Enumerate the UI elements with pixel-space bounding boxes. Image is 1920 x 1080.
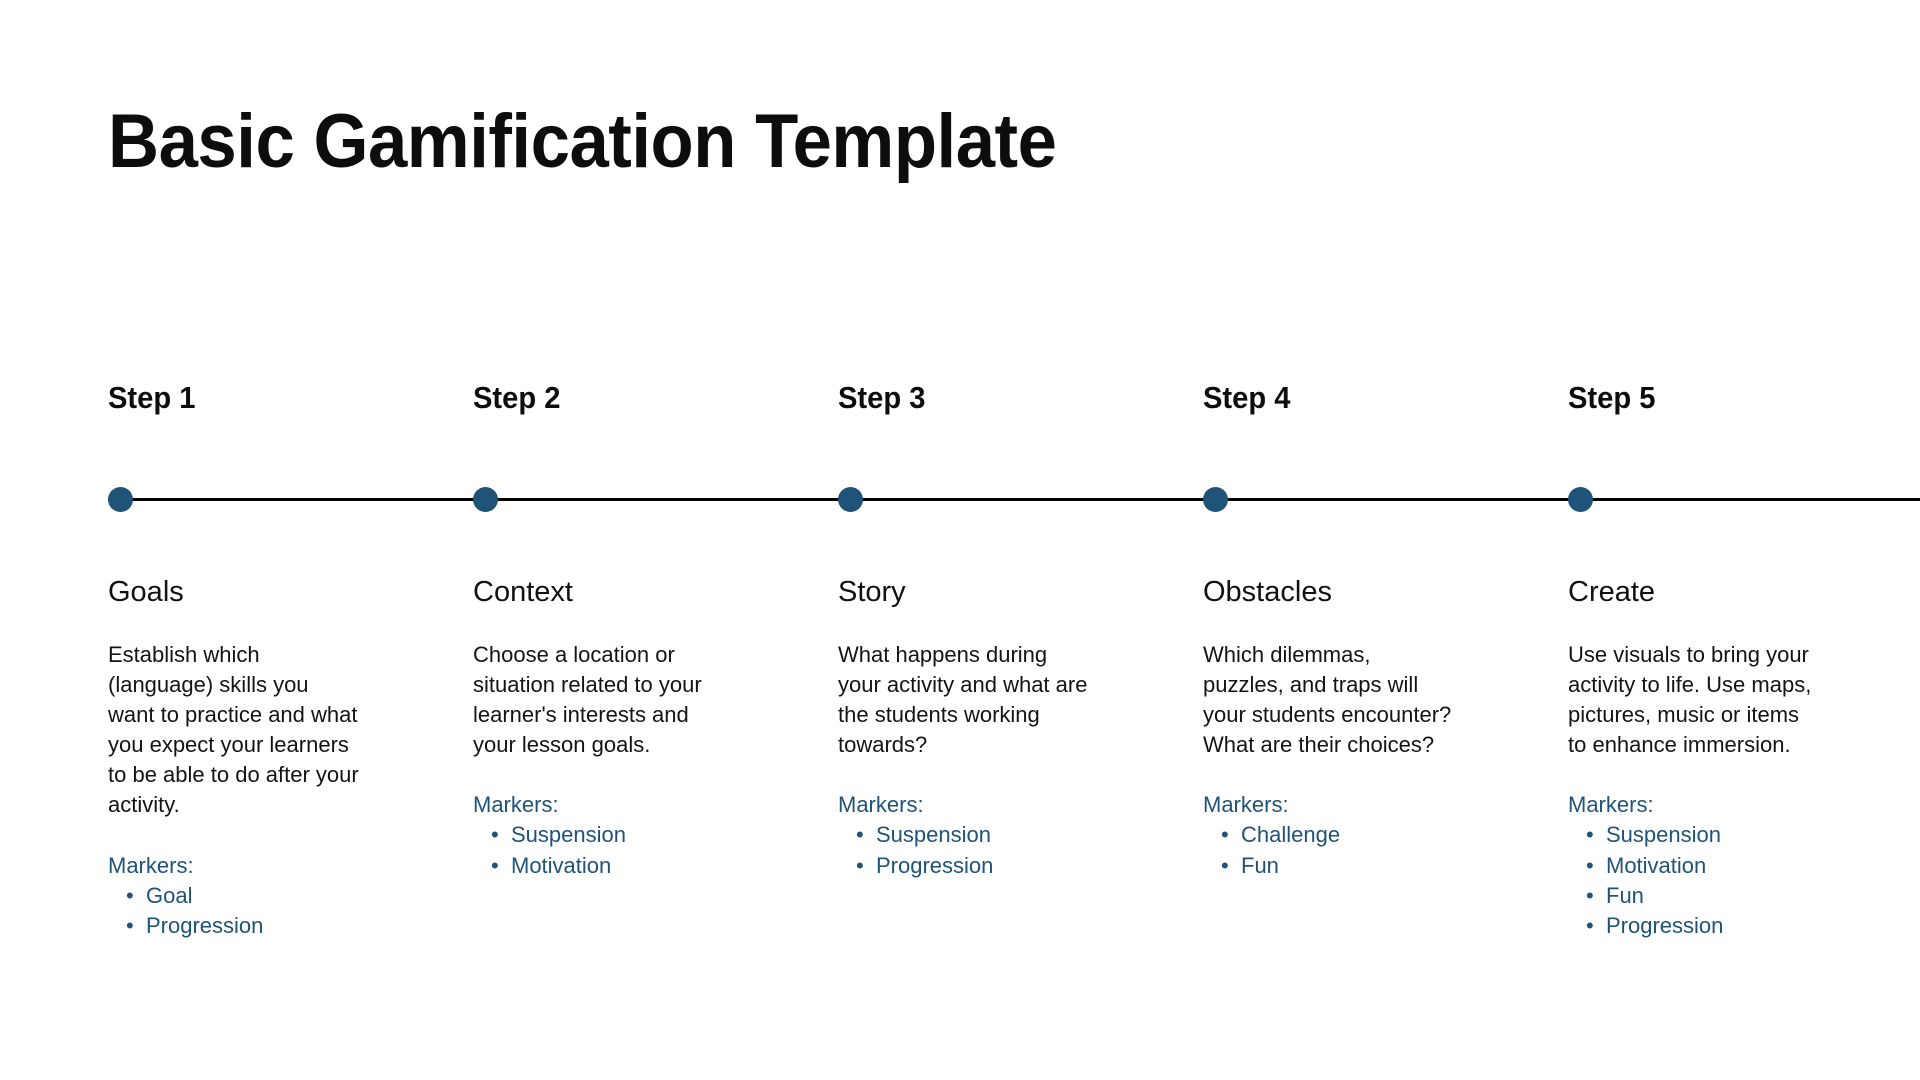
step-heading-5: Create: [1568, 576, 1656, 608]
step-description-2: Choose a location or situation related t…: [473, 641, 702, 758]
markers-block-3: Markers:SuspensionProgression: [838, 790, 1090, 881]
step-heading-4: Obstacles: [1203, 576, 1332, 608]
marker-item: Progression: [838, 851, 1090, 881]
markers-block-2: Markers:SuspensionMotivation: [473, 790, 725, 881]
marker-item: Fun: [1568, 881, 1820, 911]
markers-label-3: Markers:: [838, 792, 924, 818]
markers-list-2: SuspensionMotivation: [473, 820, 725, 880]
marker-item: Progression: [1568, 911, 1820, 941]
markers-list-5: SuspensionMotivationFunProgression: [1568, 820, 1820, 941]
step-description-1: Establish which (language) skills you wa…: [108, 641, 359, 818]
marker-item: Motivation: [1568, 851, 1820, 881]
step-label-1: Step 1: [108, 380, 196, 415]
markers-list-3: SuspensionProgression: [838, 820, 1090, 880]
step-description-3: What happens during your activity and wh…: [838, 641, 1088, 758]
marker-item: Fun: [1203, 851, 1455, 881]
timeline-dot-3[interactable]: [838, 487, 863, 512]
markers-label-4: Markers:: [1203, 792, 1289, 818]
step-label-5: Step 5: [1568, 380, 1656, 415]
marker-item: Suspension: [1568, 820, 1820, 850]
markers-block-5: Markers:SuspensionMotivationFunProgressi…: [1568, 790, 1820, 941]
marker-item: Motivation: [473, 851, 725, 881]
markers-block-4: Markers:ChallengeFun: [1203, 790, 1455, 881]
markers-label-1: Markers:: [108, 852, 194, 878]
marker-item: Challenge: [1203, 820, 1455, 850]
timeline-dot-5[interactable]: [1568, 487, 1593, 512]
marker-item: Suspension: [473, 820, 725, 850]
step-heading-2: Context: [473, 576, 573, 608]
timeline-dot-1[interactable]: [108, 487, 133, 512]
step-label-2: Step 2: [473, 380, 561, 415]
step-heading-1: Goals: [108, 576, 184, 608]
markers-list-4: ChallengeFun: [1203, 820, 1455, 880]
step-label-4: Step 4: [1203, 380, 1291, 415]
step-description-5: Use visuals to bring your activity to li…: [1568, 641, 1812, 758]
marker-item: Goal: [108, 881, 360, 911]
marker-item: Progression: [108, 911, 360, 941]
step-heading-3: Story: [838, 576, 906, 608]
markers-block-1: Markers: GoalProgression: [108, 851, 360, 942]
markers-label-5: Markers:: [1568, 792, 1654, 818]
marker-item: Suspension: [838, 820, 1090, 850]
timeline-dot-2[interactable]: [473, 487, 498, 512]
markers-label-2: Markers:: [473, 792, 559, 818]
markers-list-1: GoalProgression: [108, 881, 360, 941]
step-label-3: Step 3: [838, 380, 926, 415]
timeline-dot-4[interactable]: [1203, 487, 1228, 512]
page-title: Basic Gamification Template: [108, 99, 1057, 184]
step-description-4: Which dilemmas, puzzles, and traps will …: [1203, 641, 1452, 758]
